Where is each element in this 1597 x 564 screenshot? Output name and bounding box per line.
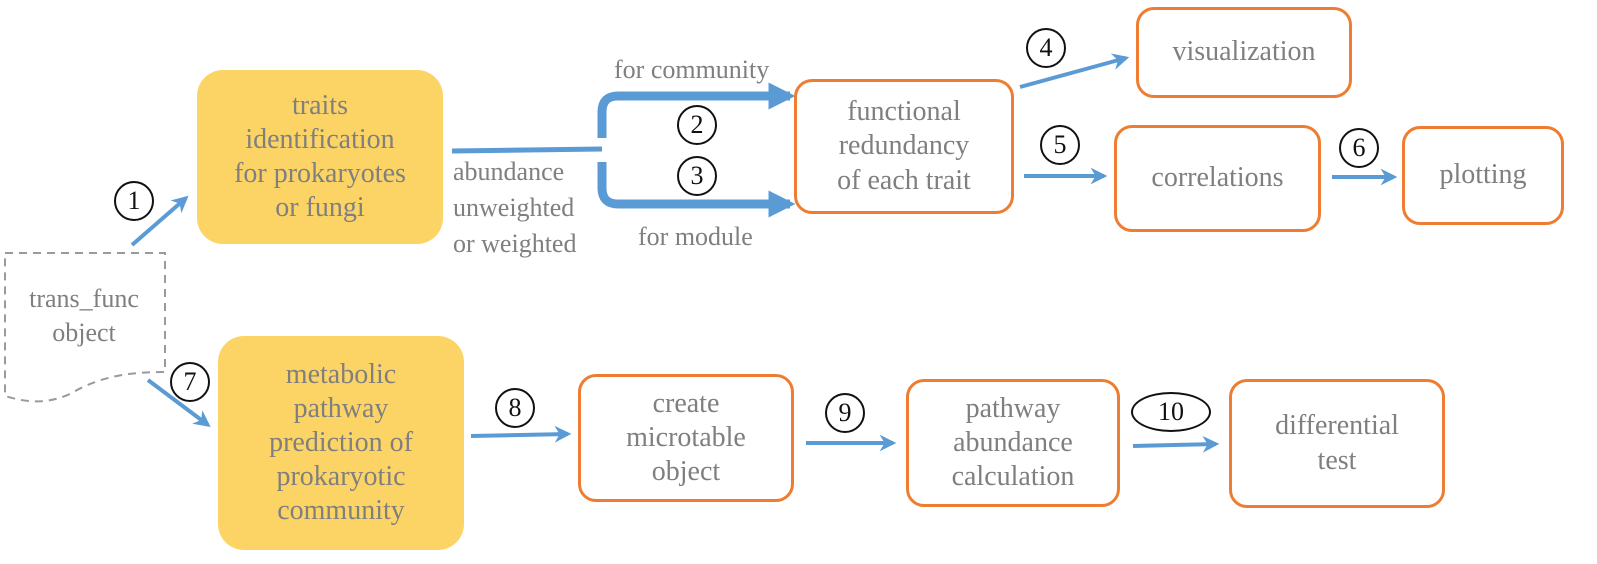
step-3-badge: 3 — [677, 156, 717, 196]
pathway-abundance-node: pathway abundance calculation — [906, 379, 1120, 507]
step-2-badge: 2 — [677, 105, 717, 145]
create-microtable-node: create microtable object — [578, 374, 794, 502]
step-7-badge: 7 — [170, 362, 210, 402]
source-object-label: trans_func object — [29, 284, 139, 347]
metabolic-pathway-node: metabolic pathway prediction of prokaryo… — [218, 336, 464, 550]
arrow-step-7 — [146, 378, 211, 428]
correlations-node: correlations — [1114, 125, 1321, 232]
step-9-badge: 9 — [825, 393, 865, 433]
step-1-badge: 1 — [114, 181, 154, 221]
arrow-step-1 — [130, 195, 189, 247]
step-4-badge: 4 — [1026, 28, 1066, 68]
traits-output-line — [451, 146, 603, 154]
functional-redundancy-node: functional redundancy of each trait — [794, 79, 1014, 214]
source-object-shape — [4, 252, 166, 403]
traits-identification-node: traits identification for prokaryotes or… — [197, 70, 443, 244]
step-8-badge: 8 — [495, 388, 535, 428]
for-community-label: for community — [614, 55, 770, 84]
branch-for-community — [597, 82, 796, 138]
step-10-badge: 10 — [1131, 392, 1211, 432]
step-5-badge: 5 — [1040, 125, 1080, 165]
differential-test-node: differential test — [1229, 379, 1445, 508]
visualization-node: visualization — [1136, 7, 1352, 98]
branch-for-module — [597, 162, 796, 218]
abundance-label: abundance unweighted or weighted — [453, 157, 577, 258]
arrow-step-8 — [470, 425, 572, 443]
arrow-step-4 — [1019, 53, 1130, 89]
plotting-node: plotting — [1402, 126, 1564, 225]
arrow-step-10 — [1132, 435, 1220, 453]
for-module-label: for module — [638, 222, 753, 251]
step-6-badge: 6 — [1339, 128, 1379, 168]
